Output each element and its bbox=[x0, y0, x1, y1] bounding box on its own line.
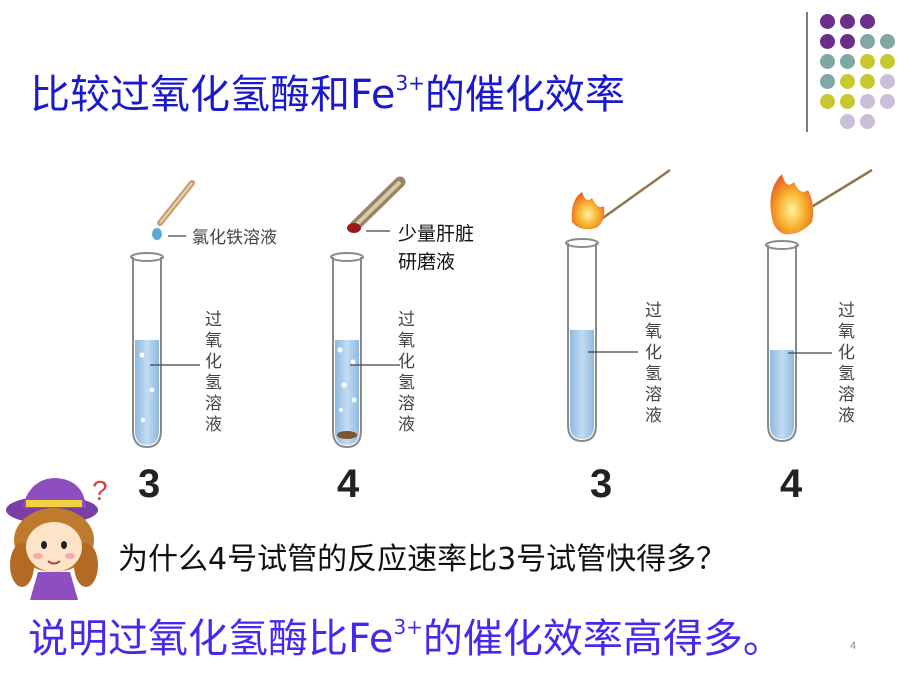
label-liver-line2: 研磨液 bbox=[398, 251, 455, 273]
svg-text:溶: 溶 bbox=[838, 385, 855, 405]
tube-number-2: 4 bbox=[337, 462, 360, 506]
svg-text:溶: 溶 bbox=[398, 394, 415, 414]
svg-text:液: 液 bbox=[838, 406, 855, 426]
tube-label-2: 过 氧 化 氢 溶 液 bbox=[398, 310, 415, 435]
svg-text:化: 化 bbox=[838, 343, 855, 363]
test-tube-3-fecl3 bbox=[130, 180, 200, 449]
question-mark-icon: ? bbox=[92, 475, 108, 506]
divider-line bbox=[806, 12, 808, 132]
svg-text:液: 液 bbox=[645, 406, 662, 426]
svg-text:液: 液 bbox=[398, 415, 415, 435]
page-number: 4 bbox=[850, 640, 857, 652]
cartoon-girl-icon: ? bbox=[6, 475, 108, 600]
svg-text:氢: 氢 bbox=[645, 364, 662, 384]
tube-number-4: 4 bbox=[780, 462, 803, 506]
conclusion-text: 说明过氧化氢酶比Fe3+的催化效率高得多。 bbox=[28, 614, 783, 662]
svg-text:过: 过 bbox=[645, 301, 662, 321]
svg-text:化: 化 bbox=[645, 343, 662, 363]
svg-text:氧: 氧 bbox=[398, 331, 415, 351]
liver-drop bbox=[347, 223, 361, 233]
tube-label-4: 过 氧 化 氢 溶 液 bbox=[838, 301, 855, 426]
svg-text:溶: 溶 bbox=[205, 394, 222, 414]
svg-text:液: 液 bbox=[205, 415, 222, 435]
small-flame bbox=[571, 192, 605, 230]
tube-number-3: 3 bbox=[590, 462, 613, 506]
test-tube-4-liver bbox=[330, 176, 406, 449]
slide-title: 比较过氧化氢酶和Fe3+的催化效率 bbox=[30, 70, 625, 118]
test-tube-4-glowing-splint bbox=[765, 168, 873, 443]
fecl3-drop bbox=[152, 228, 162, 240]
svg-text:溶: 溶 bbox=[645, 385, 662, 405]
label-liver-line1: 少量肝脏 bbox=[398, 223, 474, 245]
question-text: 为什么4号试管的反应速率比3号试管快得多？ bbox=[118, 542, 727, 577]
label-fecl3: 氯化铁溶液 bbox=[192, 228, 277, 248]
svg-text:氢: 氢 bbox=[398, 373, 415, 393]
svg-text:氧: 氧 bbox=[205, 331, 222, 351]
svg-text:氧: 氧 bbox=[838, 322, 855, 342]
tube-label-1: 过 氧 化 氢 溶 液 bbox=[205, 310, 222, 435]
svg-text:过: 过 bbox=[398, 310, 415, 330]
svg-text:氢: 氢 bbox=[205, 373, 222, 393]
svg-text:氧: 氧 bbox=[645, 322, 662, 342]
svg-text:化: 化 bbox=[398, 352, 415, 372]
svg-text:过: 过 bbox=[838, 301, 855, 321]
tube-number-1: 3 bbox=[138, 462, 161, 506]
tube-label-3: 过 氧 化 氢 溶 液 bbox=[645, 301, 662, 426]
svg-text:化: 化 bbox=[205, 352, 222, 372]
svg-text:氢: 氢 bbox=[838, 364, 855, 384]
svg-text:过: 过 bbox=[205, 310, 222, 330]
test-tube-3-glowing-splint bbox=[565, 168, 671, 443]
large-flame bbox=[770, 174, 814, 235]
